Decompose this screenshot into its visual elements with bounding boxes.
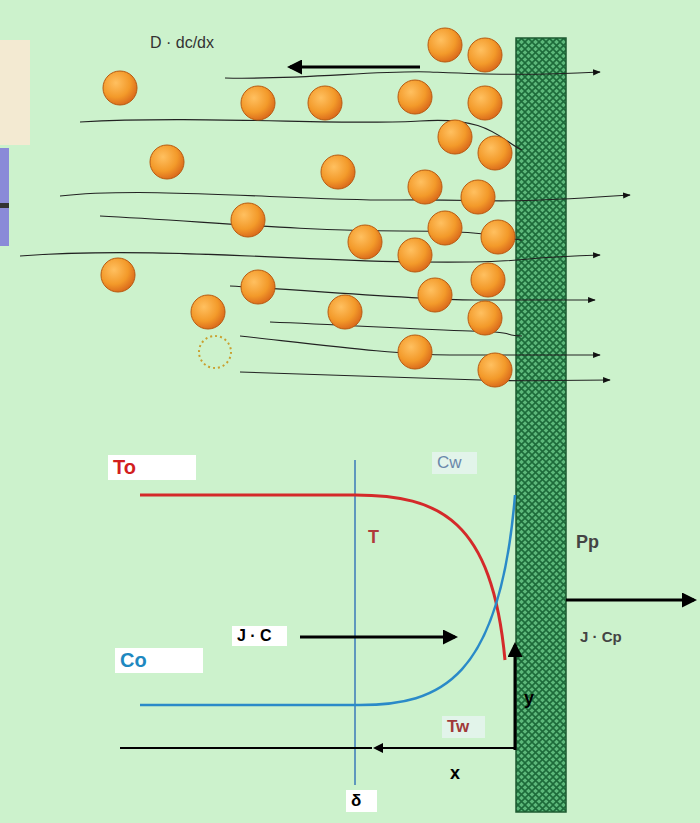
temperature-curve (140, 495, 505, 660)
temperature-label-box: Tw (442, 716, 485, 738)
flow-line (230, 286, 595, 300)
particle (348, 225, 382, 259)
axis-label: x (450, 763, 460, 784)
thickness-label-box: δ (346, 790, 377, 812)
particle (398, 80, 432, 114)
thickness-label: δ (351, 791, 361, 811)
particle (468, 301, 502, 335)
particle (478, 353, 512, 387)
temperature-label: Tw (447, 717, 469, 737)
particle (418, 278, 452, 312)
y-axis-arrow (514, 645, 517, 750)
concentration-label-box: Cw (432, 452, 477, 474)
particle (241, 270, 275, 304)
particle (398, 238, 432, 272)
flow-line (20, 253, 600, 263)
membrane (516, 38, 566, 812)
dissolved-particle (199, 336, 231, 368)
particle (231, 203, 265, 237)
concentration-label: Co (120, 649, 147, 672)
particle (461, 180, 495, 214)
flux-label-box: J · C (232, 626, 287, 646)
particle (398, 335, 432, 369)
flow-line (225, 72, 600, 79)
particle (321, 155, 355, 189)
particle (481, 220, 515, 254)
x-axis-line (120, 747, 372, 749)
pressure-label-box: Pp (576, 532, 600, 553)
temperature-label-box: To (108, 455, 196, 480)
flow-lines (20, 72, 630, 381)
particle (478, 136, 512, 170)
flow-line (240, 372, 610, 381)
x-axis-arrow (375, 747, 515, 749)
particle (471, 263, 505, 297)
particle (438, 120, 472, 154)
corner-shade (0, 40, 30, 145)
particle (150, 145, 184, 179)
particle (428, 211, 462, 245)
axis-label-box: y (524, 688, 535, 709)
flux-arrow (300, 636, 455, 639)
side-bar (0, 148, 9, 246)
diffusion-arrow (290, 66, 420, 69)
boundary-layer-line (354, 460, 356, 785)
axis-label-box: x (450, 763, 461, 784)
particle (191, 295, 225, 329)
flux-label-box: D · dc/dx (150, 34, 215, 52)
permeate-arrow (566, 599, 694, 602)
flux-label: J · Cp (580, 628, 622, 645)
axis-label: y (524, 688, 534, 709)
concentration-curve (140, 495, 515, 705)
flux-label: D · dc/dx (150, 34, 214, 52)
particle (241, 86, 275, 120)
temperature-label: T (368, 527, 379, 548)
flux-label: J · C (237, 627, 272, 645)
particle (101, 258, 135, 292)
temperature-label-box: T (368, 527, 379, 548)
flux-label-box: J · Cp (580, 628, 622, 646)
solute-particles (101, 28, 515, 387)
temperature-label: To (113, 456, 136, 479)
side-tick (0, 203, 9, 208)
concentration-label: Cw (437, 453, 462, 473)
particle (468, 38, 502, 72)
particle (428, 28, 462, 62)
flow-line (60, 193, 630, 201)
particle (328, 295, 362, 329)
concentration-label-box: Co (115, 648, 203, 673)
pressure-label: Pp (576, 532, 599, 553)
particle (408, 170, 442, 204)
particle (468, 86, 502, 120)
particle (103, 71, 137, 105)
particle (308, 86, 342, 120)
